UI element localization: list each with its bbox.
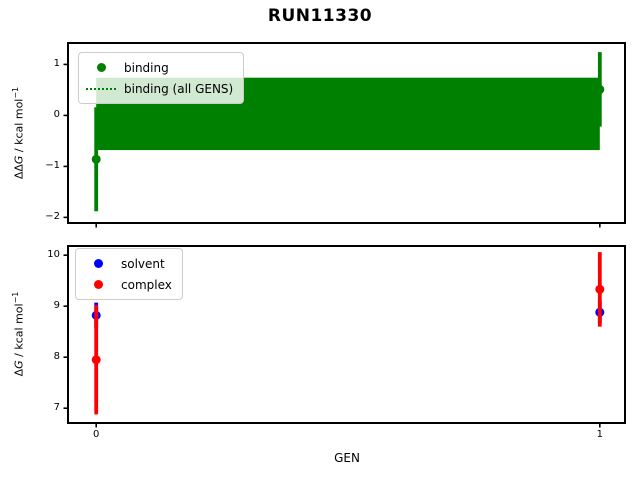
y-tick-label: 0 (53, 109, 60, 121)
ylabel-top-unit: / kcal mol (12, 98, 26, 156)
legend-entry-solvent: solvent (83, 253, 172, 274)
ylabel-top-exponent: −1 (11, 86, 20, 99)
legend-label: binding (124, 60, 169, 75)
bottom-y-axis-label: ΔG / kcal mol−1 (11, 249, 27, 419)
ylabel-bottom-unit: / kcal mol (12, 303, 26, 361)
y-tick-label: 8 (53, 351, 60, 363)
legend-handle (86, 63, 116, 72)
data-point (595, 84, 605, 94)
legend-entry-binding: binding (86, 57, 233, 78)
series-solvent (91, 301, 605, 329)
legend-handle (86, 87, 116, 90)
legend-dot-icon (96, 63, 106, 72)
y-tick-label: 1 (53, 58, 60, 70)
ylabel-bottom-prefix: Δ (12, 368, 26, 377)
legend-dot-icon (93, 280, 103, 289)
top-y-axis-label: ΔΔG / kcal mol−1 (11, 48, 27, 218)
y-tick-label: 9 (53, 300, 60, 312)
legend-dotted-line-icon (86, 87, 116, 90)
axes-frame (67, 245, 626, 424)
series-complex (91, 252, 605, 415)
legend-dot-icon (93, 259, 103, 268)
y-tick-label: −1 (45, 160, 60, 172)
legend: solvent complex (75, 248, 183, 300)
data-point (91, 154, 101, 164)
ylabel-top-prefix: ΔΔ (12, 164, 26, 180)
ylabel-bottom-symbol: G (12, 360, 26, 369)
legend-label: solvent (121, 256, 165, 271)
x-axis-label: GEN (334, 451, 360, 465)
y-tick-label: 10 (47, 249, 60, 261)
figure-title: RUN11330 (267, 6, 373, 26)
legend-entry-complex: complex (83, 274, 172, 295)
data-point (595, 284, 605, 294)
series-binding (91, 52, 605, 212)
legend-handle (83, 259, 113, 268)
legend-label: binding (all GENS) (124, 81, 234, 96)
y-tick-label: −2 (45, 211, 60, 223)
axes-frame (67, 42, 626, 224)
legend-handle (83, 280, 113, 289)
legend-label: complex (121, 277, 172, 292)
legend-entry-binding-all-gens: binding (all GENS) (86, 78, 233, 99)
ylabel-bottom-exponent: −1 (11, 291, 20, 304)
x-tick-label: 1 (596, 429, 603, 440)
data-point (91, 355, 101, 365)
ylabel-top-symbol: G (12, 155, 26, 165)
x-tick-label: 0 (93, 429, 100, 440)
y-tick-label: 7 (53, 402, 60, 414)
legend: binding binding (all GENS) (78, 52, 245, 104)
